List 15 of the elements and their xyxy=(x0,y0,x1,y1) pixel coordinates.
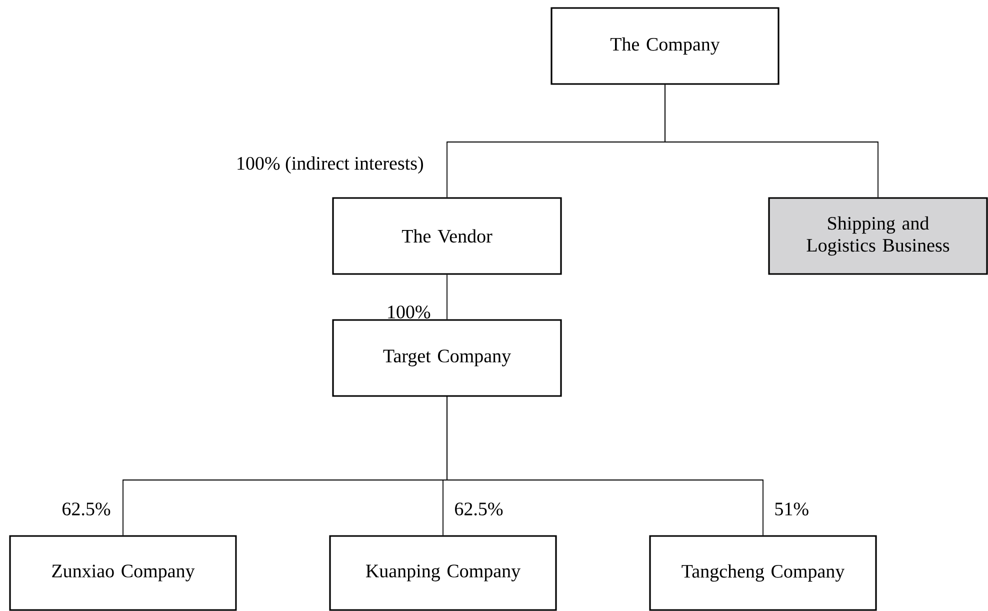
connector-line xyxy=(446,396,764,536)
edge-label: 62.5% xyxy=(455,502,503,516)
connector-line xyxy=(446,274,448,320)
company-box: Tangcheng Company xyxy=(649,535,877,611)
edge-label: 51% xyxy=(775,502,808,516)
company-box: Shipping and Logistics Business xyxy=(768,197,988,275)
company-box: The Vendor xyxy=(332,197,562,275)
edge-label: 100% xyxy=(388,306,430,318)
company-box: Zunxiao Company xyxy=(9,535,237,611)
company-box: Kuanping Company xyxy=(329,535,557,611)
company-box: The Company xyxy=(550,7,780,85)
connector-line xyxy=(664,84,878,198)
edge-label: 100% (indirect interests) xyxy=(238,156,423,174)
edge-label: 62.5% xyxy=(62,502,110,516)
company-box: Target Company xyxy=(332,319,562,397)
